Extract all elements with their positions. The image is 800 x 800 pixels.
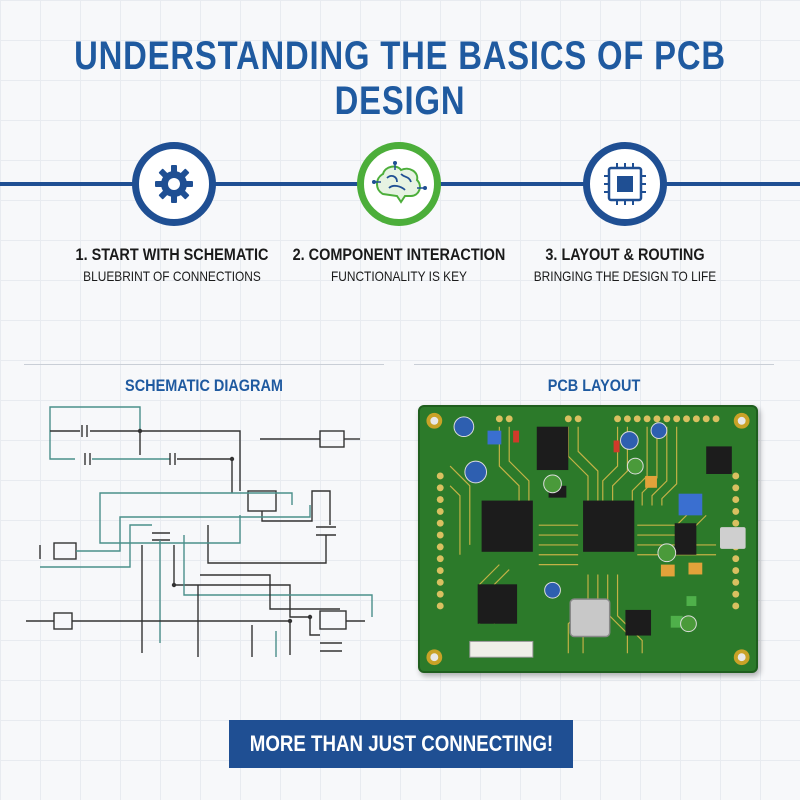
schematic-divider — [24, 364, 384, 365]
brain-circuit-icon — [372, 161, 427, 204]
step-3-circle — [583, 142, 667, 226]
step-2-circle — [357, 142, 441, 226]
cta-banner: MORE THAN JUST CONNECTING! — [229, 720, 573, 768]
step-3-title: 3. LAYOUT & ROUTING — [545, 245, 705, 264]
pcb-divider — [414, 364, 774, 365]
page-title: UNDERSTANDING THE BASICS OF PCB DESIGN — [74, 34, 726, 123]
step-1-subtitle: BLUEBRINT OF CONNECTIONS — [83, 268, 261, 284]
step-2-subtitle: FUNCTIONALITY IS KEY — [331, 268, 467, 284]
pcb-title: PCB LAYOUT — [547, 376, 641, 395]
gear-icon — [155, 165, 193, 203]
schematic-diagram — [26, 406, 373, 657]
step-1-circle — [132, 142, 216, 226]
step-1-title: 1. START WITH SCHEMATIC — [75, 245, 269, 264]
step-2-title: 2. COMPONENT INTERACTION — [292, 245, 506, 264]
schematic-title: SCHEMATIC DIAGRAM — [125, 376, 283, 395]
pcb-board — [418, 405, 758, 673]
chip-icon — [604, 163, 646, 205]
cta-text: MORE THAN JUST CONNECTING! — [249, 731, 553, 756]
step-3-subtitle: BRINGING THE DESIGN TO LIFE — [533, 268, 717, 284]
